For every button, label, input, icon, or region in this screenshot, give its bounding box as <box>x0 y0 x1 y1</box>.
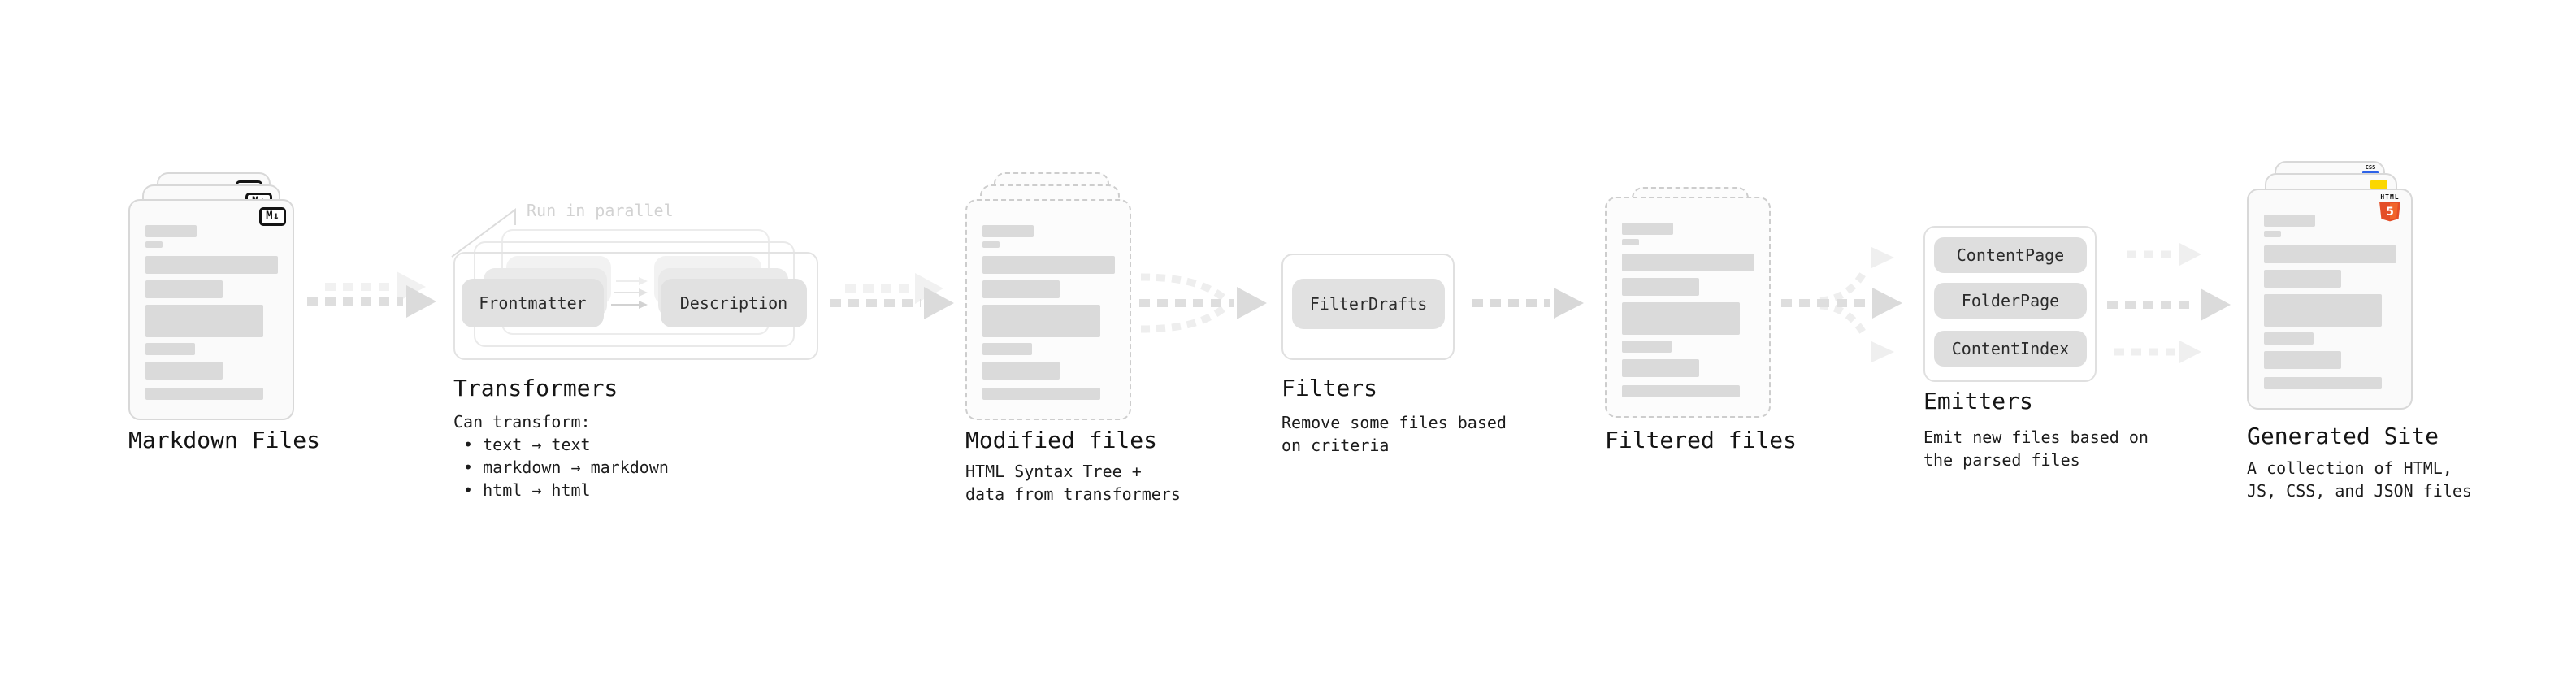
run-in-parallel-annotation: Run in parallel <box>527 201 674 220</box>
description-line: A collection of HTML, <box>2247 458 2452 478</box>
content-line-bar <box>1622 223 1673 235</box>
generated-site-label: Generated Site <box>2247 423 2439 449</box>
content-line-bar <box>1622 254 1754 271</box>
document-content-lines <box>130 201 293 419</box>
content-line-bar <box>145 305 263 337</box>
filtered-file-card-front <box>1605 197 1771 418</box>
js-badge-icon <box>2370 180 2387 189</box>
description-line: Remove some files based <box>1281 413 1507 432</box>
contentindex-node: ContentIndex <box>1934 331 2087 367</box>
filters-description: Remove some files based on criteria <box>1281 411 1507 457</box>
description-line: the parsed files <box>1923 450 2080 470</box>
content-line-bar <box>982 256 1115 274</box>
modified-files-description: HTML Syntax Tree + data from transformer… <box>965 460 1181 505</box>
description-line: • text → text <box>453 435 591 454</box>
content-line-bar <box>1622 278 1699 296</box>
description-line: JS, CSS, and JSON files <box>2247 481 2472 501</box>
emitters-label: Emitters <box>1923 388 2033 414</box>
markdown-file-card-front: M↓ <box>128 199 294 420</box>
html5-badge-label: HTML <box>2380 193 2400 201</box>
content-line-bar <box>982 362 1060 380</box>
filters-label: Filters <box>1281 375 1378 401</box>
description-line: Can transform: <box>453 412 591 432</box>
description-line: Emit new files based on <box>1923 427 2149 447</box>
content-line-bar <box>2264 245 2396 263</box>
modified-file-card-front <box>965 199 1131 420</box>
content-line-bar <box>982 225 1034 237</box>
content-line-bar <box>145 256 278 274</box>
markdown-files-label: Markdown Files <box>128 427 321 453</box>
content-line-bar <box>1622 239 1639 245</box>
filterdrafts-node: FilterDrafts <box>1292 279 1445 329</box>
generated-file-card-front: HTML 5 <box>2247 189 2413 410</box>
html5-badge-icon: HTML 5 <box>2379 194 2401 225</box>
arrow-transformers-to-modified <box>830 273 954 319</box>
modified-files-label: Modified files <box>965 427 1158 453</box>
arrow-filters-to-filtered <box>1472 288 1584 319</box>
content-line-bar <box>1622 340 1672 353</box>
content-line-bar <box>145 388 263 400</box>
transformers-description: Can transform: • text → text • markdown … <box>453 410 669 501</box>
description-line: • markdown → markdown <box>453 458 669 477</box>
content-line-bar <box>1622 359 1699 377</box>
frontmatter-node: Frontmatter <box>462 279 604 327</box>
document-content-lines <box>967 201 1130 419</box>
content-line-bar <box>145 241 163 248</box>
html5-shield-icon: 5 <box>2379 202 2400 222</box>
generated-site-description: A collection of HTML, JS, CSS, and JSON … <box>2247 457 2472 502</box>
content-line-bar <box>2264 351 2341 369</box>
filtered-files-label: Filtered files <box>1605 427 1798 453</box>
description-line: on criteria <box>1281 436 1390 455</box>
content-line-bar <box>145 225 197 237</box>
content-line-bar <box>982 388 1100 400</box>
document-content-lines <box>1607 198 1769 416</box>
arrow-filtered-to-emitters <box>1781 247 1902 362</box>
description-line: • html → html <box>453 480 591 500</box>
transformers-label: Transformers <box>453 375 618 401</box>
arrow-modified-to-filters <box>1139 273 1267 333</box>
content-line-bar <box>2264 294 2382 327</box>
arrow-emitters-to-generated <box>2107 243 2231 363</box>
document-content-lines <box>2249 190 2411 408</box>
arrow-markdown-to-transformers <box>307 271 436 318</box>
description-line: data from transformers <box>965 484 1181 504</box>
transformer-group-front <box>453 252 818 360</box>
css-badge-label: CSS <box>2365 164 2376 171</box>
description-line: HTML Syntax Tree + <box>965 462 1142 481</box>
emitters-description: Emit new files based on the parsed files <box>1923 426 2149 471</box>
content-line-bar <box>2264 377 2382 389</box>
content-line-bar <box>982 305 1100 337</box>
svg-text:5: 5 <box>2386 206 2394 219</box>
content-line-bar <box>1622 302 1740 335</box>
content-line-bar <box>145 280 223 298</box>
content-line-bar <box>2264 332 2314 345</box>
content-line-bar <box>145 362 223 380</box>
folderpage-node: FolderPage <box>1934 283 2087 319</box>
content-line-bar <box>2264 231 2281 237</box>
content-line-bar <box>982 343 1032 355</box>
description-node: Description <box>661 279 807 327</box>
content-line-bar <box>1622 385 1740 397</box>
contentpage-node: ContentPage <box>1934 237 2087 273</box>
content-line-bar <box>982 241 1000 248</box>
content-line-bar <box>2264 270 2341 288</box>
content-line-bar <box>2264 215 2315 227</box>
content-line-bar <box>982 280 1060 298</box>
content-line-bar <box>145 343 195 355</box>
markdown-icon: M↓ <box>259 207 286 226</box>
